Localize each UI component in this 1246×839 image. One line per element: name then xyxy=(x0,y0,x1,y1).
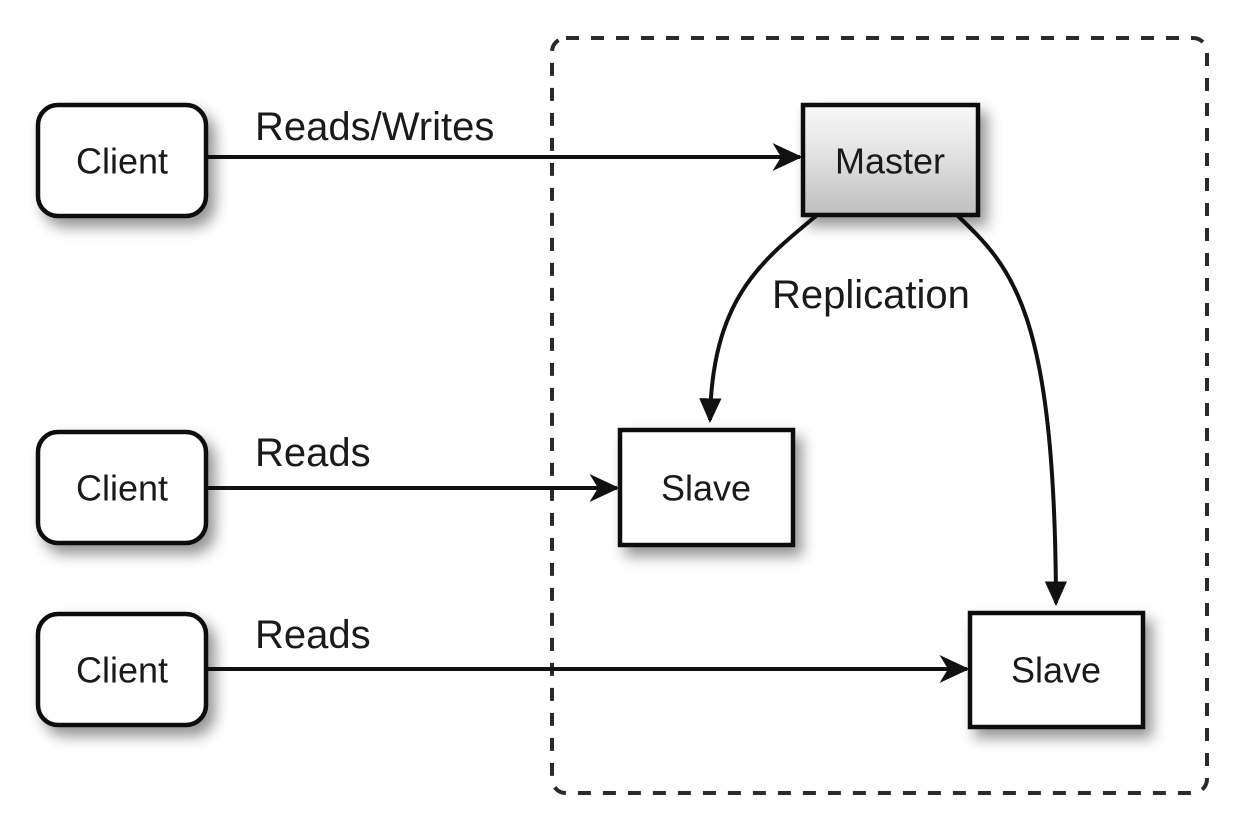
edge-label-reads-writes: Reads/Writes xyxy=(255,105,494,149)
node-client-2[interactable]: Client xyxy=(35,429,209,546)
master-label: Master xyxy=(835,141,945,182)
node-master[interactable]: Master xyxy=(800,102,981,218)
client-3-shape xyxy=(35,611,209,728)
database-cluster-boundary xyxy=(550,36,1209,795)
client-3-label: Client xyxy=(76,650,168,691)
edge-label-reads-1: Reads xyxy=(255,431,371,475)
client-1-label: Client xyxy=(76,141,168,182)
client-1-shape xyxy=(35,102,209,219)
slave-1-shape xyxy=(617,427,796,548)
client-2-shape xyxy=(35,429,209,546)
edge-master-slave1 xyxy=(699,214,818,424)
edge-master-slave2 xyxy=(956,214,1068,607)
slave-2-label: Slave xyxy=(1011,650,1101,691)
node-slave-2[interactable]: Slave xyxy=(967,610,1146,730)
slave-1-label: Slave xyxy=(661,468,751,509)
edge-label-reads-2: Reads xyxy=(255,613,371,657)
node-client-3[interactable]: Client xyxy=(35,611,209,728)
client-2-label: Client xyxy=(76,468,168,509)
edge-label-replication: Replication xyxy=(772,273,970,317)
node-client-1[interactable]: Client xyxy=(35,102,209,219)
slave-2-shape xyxy=(967,610,1146,730)
node-slave-1[interactable]: Slave xyxy=(617,427,796,548)
master-shape xyxy=(800,102,981,218)
